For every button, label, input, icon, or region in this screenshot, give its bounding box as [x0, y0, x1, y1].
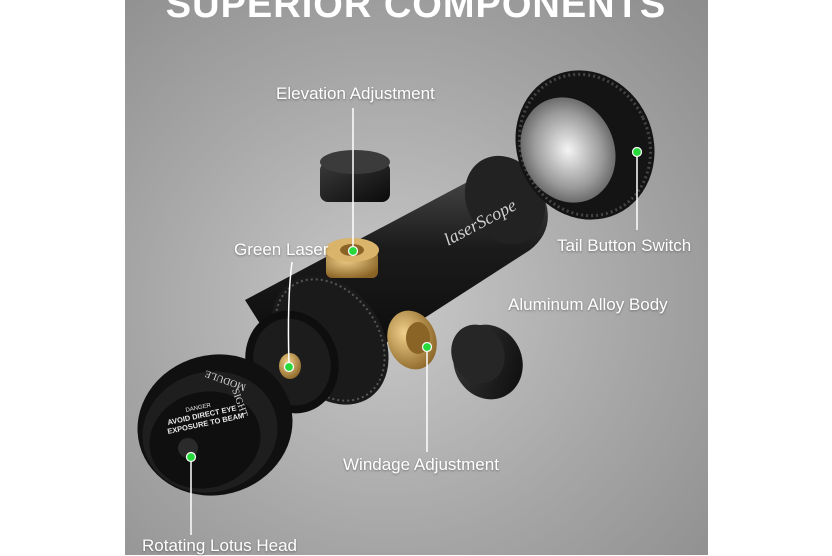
tail-switch-dot — [631, 146, 643, 158]
callout-lines — [190, 108, 638, 535]
windage-cap — [451, 324, 523, 400]
callout-dots — [185, 146, 643, 463]
green-laser-leader-line — [287, 261, 293, 366]
cap-danger-label: DANGER — [185, 403, 212, 414]
elevation-dot — [347, 245, 359, 257]
callout-rotating-lotus-head: Rotating Lotus Head — [142, 536, 297, 555]
callout-elevation-adjustment: Elevation Adjustment — [276, 84, 435, 103]
section-heading: SUPERIOR COMPONENTS — [165, 0, 667, 26]
callout-windage-adjustment: Windage Adjustment — [343, 455, 499, 474]
callout-green-laser: Green Laser — [234, 240, 329, 259]
green-laser-dot — [283, 361, 295, 373]
windage-dot — [421, 341, 433, 353]
lotus-head-cap — [137, 354, 293, 496]
callout-tail-button-switch: Tail Button Switch — [557, 236, 692, 255]
elevation-cap — [320, 150, 390, 202]
tail-cap — [515, 70, 655, 220]
lotus-head-dot — [185, 451, 197, 463]
elevation-turret — [325, 238, 379, 278]
callout-aluminum-alloy-body: Aluminum Alloy Body — [508, 295, 668, 314]
